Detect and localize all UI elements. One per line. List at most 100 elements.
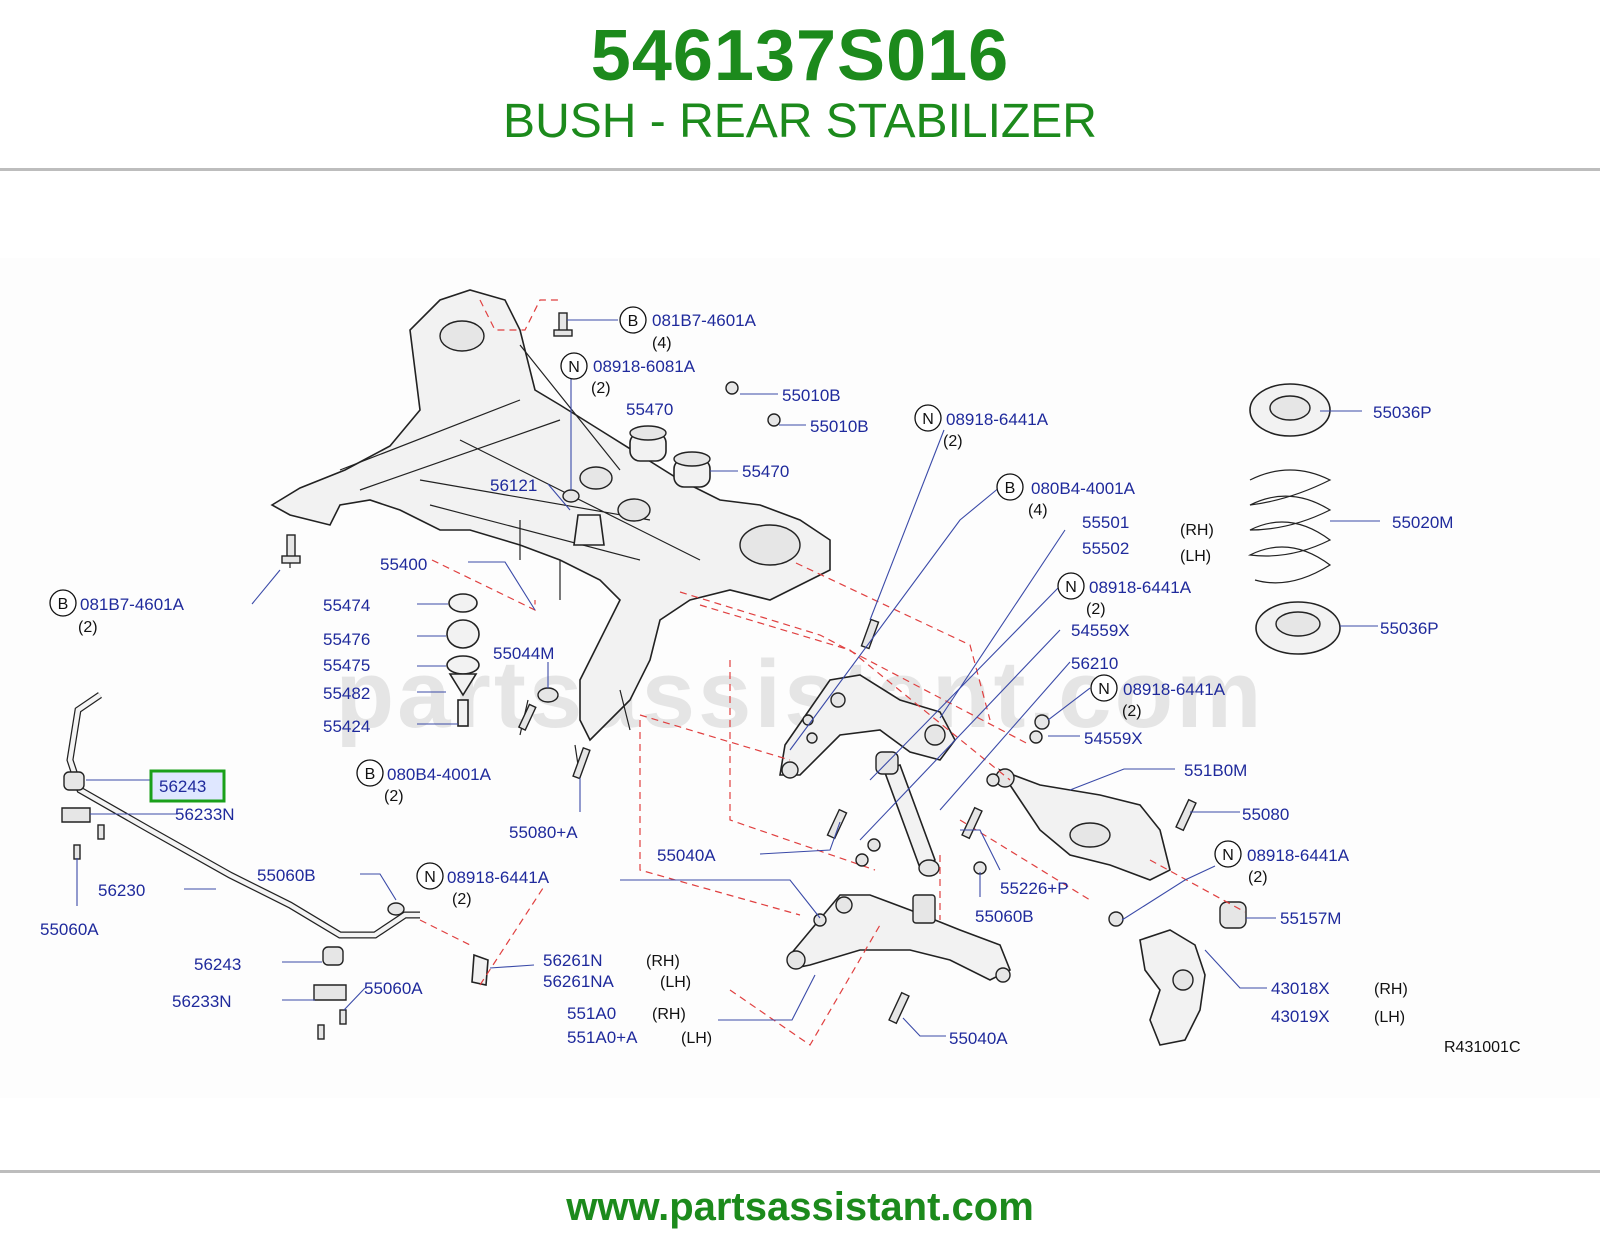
label-55020m[interactable]: 55020M <box>1392 513 1453 532</box>
label-55010b-b[interactable]: 55010B <box>810 417 869 436</box>
qty-08918-6441a-e: (2) <box>1248 869 1268 886</box>
highlight-box <box>149 769 226 803</box>
label-551b0m[interactable]: 551B0M <box>1184 761 1247 780</box>
label-08918-6081a[interactable]: 08918-6081A <box>593 357 696 376</box>
qty-081b7-left: (2) <box>78 619 98 636</box>
label-54559x-b[interactable]: 54559X <box>1084 729 1143 748</box>
badge-b-080b4-mid: B <box>356 759 384 787</box>
side-551a0: (RH) <box>652 1006 686 1023</box>
side-43018x: (RH) <box>1374 981 1408 998</box>
header: 546137S016 BUSH - REAR STABILIZER <box>0 0 1600 170</box>
badge-n-6441-b: N <box>1057 572 1085 600</box>
leader-lines <box>76 319 1380 1037</box>
label-55482[interactable]: 55482 <box>323 684 370 703</box>
svg-text:B: B <box>58 596 69 613</box>
label-08918-6441a-e[interactable]: 08918-6441A <box>1247 846 1350 865</box>
svg-text:N: N <box>568 359 580 376</box>
part-name-subtitle: BUSH - REAR STABILIZER <box>503 95 1097 148</box>
qty-080b4-top: (4) <box>1028 502 1048 519</box>
badge-b-080b4-top: B <box>996 473 1024 501</box>
label-56243-highlighted[interactable]: 56243 <box>159 777 206 796</box>
label-56261na[interactable]: 56261NA <box>543 972 615 991</box>
label-55470-a[interactable]: 55470 <box>626 400 673 419</box>
label-08918-6441a-c[interactable]: 08918-6441A <box>1123 680 1226 699</box>
label-55036p-bottom[interactable]: 55036P <box>1380 619 1439 638</box>
label-081b7-4601a-top[interactable]: 081B7-4601A <box>652 311 757 330</box>
footer-url-link[interactable]: www.partsassistant.com <box>566 1185 1034 1229</box>
badge-n-6441-a: N <box>914 404 942 432</box>
qty-08918-6441a-d: (2) <box>452 891 472 908</box>
part-labels: 081B7-4601A (4) 08918-6081A (2) 55470 55… <box>40 311 1521 1056</box>
label-56121[interactable]: 56121 <box>490 476 537 495</box>
side-55502: (LH) <box>1180 548 1211 565</box>
label-55036p-top[interactable]: 55036P <box>1373 403 1432 422</box>
label-55080[interactable]: 55080 <box>1242 805 1289 824</box>
label-55040a-bottom[interactable]: 55040A <box>949 1029 1008 1048</box>
badge-n-6081: N <box>560 352 588 380</box>
label-55157m[interactable]: 55157M <box>1280 909 1341 928</box>
svg-text:N: N <box>922 411 934 428</box>
front-lower-link-drawing <box>786 894 1012 983</box>
bushings-drawing <box>562 381 781 546</box>
part-number-title: 546137S016 <box>590 16 1010 96</box>
svg-text:B: B <box>628 313 639 330</box>
svg-text:N: N <box>1065 579 1077 596</box>
label-55040a-mid[interactable]: 55040A <box>657 846 716 865</box>
label-56230[interactable]: 56230 <box>98 881 145 900</box>
label-54559x-a[interactable]: 54559X <box>1071 621 1130 640</box>
svg-text:N: N <box>1098 681 1110 698</box>
label-55044m[interactable]: 55044M <box>493 644 554 663</box>
label-56210[interactable]: 56210 <box>1071 654 1118 673</box>
label-080b4-4001a-top[interactable]: 080B4-4001A <box>1031 479 1136 498</box>
knuckle-drawing <box>1139 901 1247 1046</box>
side-551a0a: (LH) <box>681 1030 712 1047</box>
bolts-and-nuts-drawing <box>73 312 1197 1040</box>
side-56261na: (LH) <box>660 974 691 991</box>
label-55474[interactable]: 55474 <box>323 596 370 615</box>
label-551a0a[interactable]: 551A0+A <box>567 1028 638 1047</box>
label-55475[interactable]: 55475 <box>323 656 370 675</box>
label-080b4-4001a-mid[interactable]: 080B4-4001A <box>387 765 492 784</box>
lower-arm-drawing <box>995 768 1171 881</box>
qty-080b4-mid: (2) <box>384 788 404 805</box>
svg-text:N: N <box>424 869 436 886</box>
badge-n-6441-d: N <box>416 862 444 890</box>
qty-08918-6441a-a: (2) <box>943 433 963 450</box>
label-55080-a[interactable]: 55080+A <box>509 823 578 842</box>
badges: B N N B N N B B N N <box>49 306 1242 890</box>
label-55476[interactable]: 55476 <box>323 630 370 649</box>
label-56233n-b[interactable]: 56233N <box>172 992 232 1011</box>
label-08918-6441a-b[interactable]: 08918-6441A <box>1089 578 1192 597</box>
qty-081b7-top: (4) <box>652 335 672 352</box>
label-56233n-a[interactable]: 56233N <box>175 805 235 824</box>
header-divider <box>0 168 1600 171</box>
label-55501[interactable]: 55501 <box>1082 513 1129 532</box>
label-08918-6441a-a[interactable]: 08918-6441A <box>946 410 1049 429</box>
label-55010b-a[interactable]: 55010B <box>782 386 841 405</box>
label-56261n[interactable]: 56261N <box>543 951 603 970</box>
label-55470-b[interactable]: 55470 <box>742 462 789 481</box>
label-43019x[interactable]: 43019X <box>1271 1007 1330 1026</box>
qty-08918-6081a: (2) <box>591 380 611 397</box>
label-551a0[interactable]: 551A0 <box>567 1004 616 1023</box>
label-55060b-right[interactable]: 55060B <box>975 907 1034 926</box>
side-55501: (RH) <box>1180 522 1214 539</box>
svg-text:B: B <box>1005 480 1016 497</box>
rear-subframe-drawing <box>270 289 831 742</box>
label-55060b-left[interactable]: 55060B <box>257 866 316 885</box>
label-55060a-left[interactable]: 55060A <box>40 920 99 939</box>
label-08918-6441a-d[interactable]: 08918-6441A <box>447 868 550 887</box>
label-55060a-mid[interactable]: 55060A <box>364 979 423 998</box>
label-55400[interactable]: 55400 <box>380 555 427 574</box>
side-43019x: (LH) <box>1374 1009 1405 1026</box>
label-56243-b[interactable]: 56243 <box>194 955 241 974</box>
label-55502[interactable]: 55502 <box>1082 539 1129 558</box>
label-081b7-4601a-left[interactable]: 081B7-4601A <box>80 595 185 614</box>
label-55424[interactable]: 55424 <box>323 717 370 736</box>
upper-arm-drawing <box>779 674 956 779</box>
svg-text:B: B <box>365 766 376 783</box>
badge-b-top: B <box>619 306 647 334</box>
footer-divider <box>0 1170 1600 1173</box>
label-55226p[interactable]: 55226+P <box>1000 879 1069 898</box>
label-43018x[interactable]: 43018X <box>1271 979 1330 998</box>
